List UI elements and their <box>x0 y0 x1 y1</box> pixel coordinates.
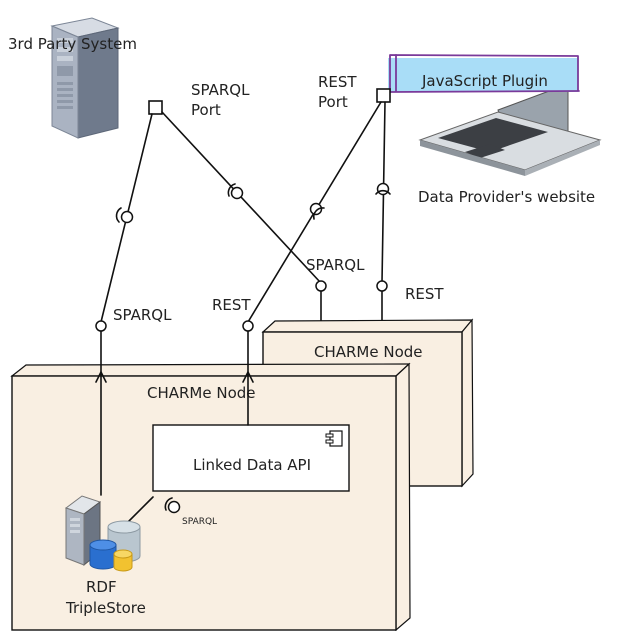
laptop-icon <box>418 83 602 176</box>
socket-icon <box>164 497 181 514</box>
sparql-left-label: SPARQL <box>113 306 172 324</box>
charme-node-back-label: CHARMe Node <box>314 343 423 361</box>
socket-icon <box>227 183 244 200</box>
sparql-port-label-line1: SPARQL <box>191 81 250 99</box>
sparql-right-label: SPARQL <box>306 256 365 274</box>
server-tower-icon <box>50 17 120 139</box>
rdf-label-line1: RDF <box>86 578 117 596</box>
third-party-system-label: 3rd Party System <box>8 35 137 53</box>
linked-data-api: Linked Data API <box>152 424 350 492</box>
socket-icon <box>115 207 134 224</box>
charme-node-back-side <box>461 318 474 488</box>
socket-icon <box>309 202 325 220</box>
rest-port-label-line1: REST <box>318 73 357 91</box>
charme-node-front-side <box>395 362 411 631</box>
rest-right-label: REST <box>405 285 444 303</box>
sparql-port-icon <box>148 100 163 115</box>
data-provider-website-label: Data Provider's website <box>418 188 595 206</box>
ball-icon <box>95 320 107 332</box>
socket-icon <box>375 182 391 196</box>
charme-node-back-top <box>261 319 474 333</box>
sparql-port-label-line2: Port <box>191 101 221 119</box>
linked-data-api-box <box>152 424 350 492</box>
api-to-store-line <box>127 496 154 523</box>
charme-node-front-top <box>10 363 411 377</box>
charme-node-front-face <box>11 375 397 631</box>
javascript-plugin: JavaScript Plugin <box>387 54 580 93</box>
database-icon <box>64 495 141 572</box>
ball-icon <box>376 280 388 292</box>
component-icon <box>325 430 343 447</box>
rdf-label-line2: TripleStore <box>65 599 146 617</box>
rest-front-arrow <box>242 371 254 383</box>
rest-port-icon <box>376 88 391 103</box>
rest-left-label: REST <box>212 296 251 314</box>
linked-data-api-label: Linked Data API <box>193 456 311 474</box>
ball-icon <box>242 320 254 332</box>
sparql-small-label: SPARQL <box>182 517 217 527</box>
charme-node-front: CHARMe Node <box>10 362 411 631</box>
charme-node-front-label: CHARMe Node <box>147 384 256 402</box>
rest-port-label-line2: Port <box>318 93 348 111</box>
sparql-front-arrow <box>95 371 107 383</box>
ball-icon <box>315 280 327 292</box>
interface-symbols <box>95 182 391 514</box>
javascript-plugin-label: JavaScript Plugin <box>421 72 548 90</box>
